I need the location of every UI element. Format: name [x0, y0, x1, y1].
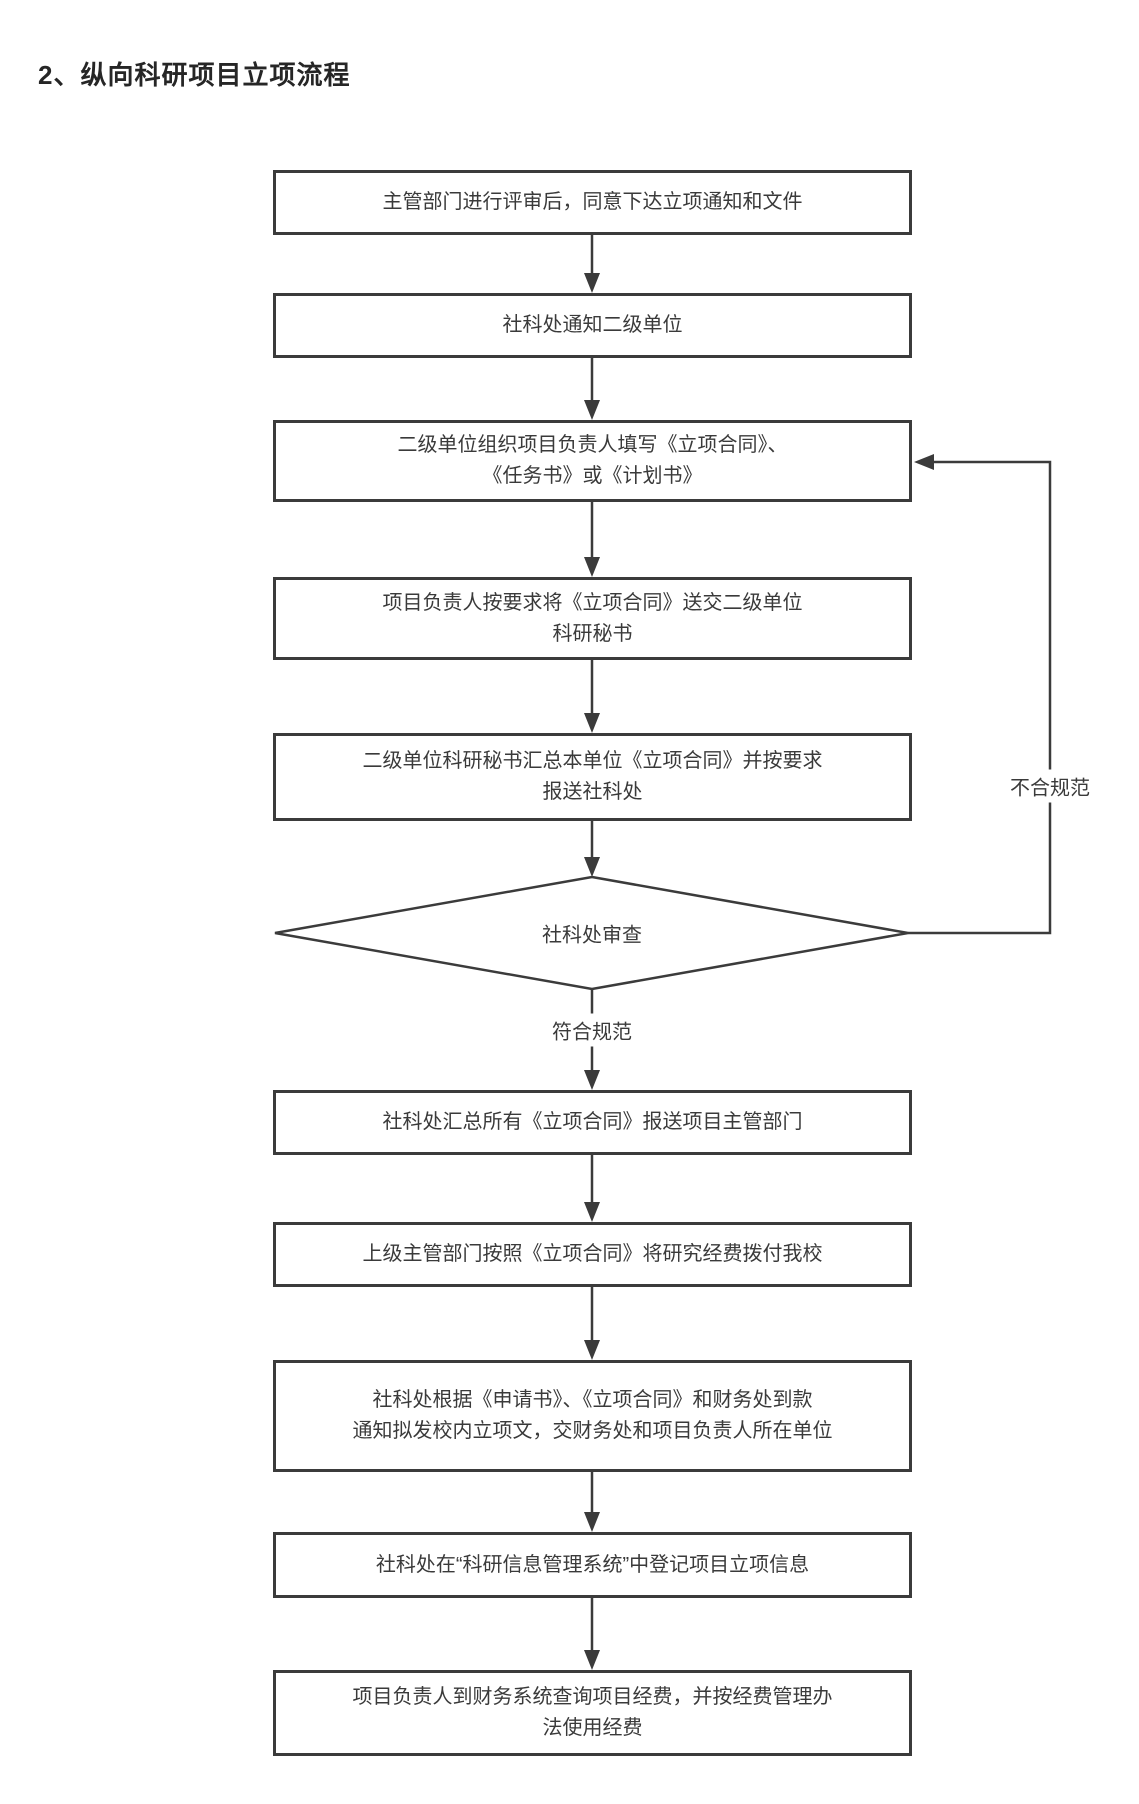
arrowhead-8 [584, 1340, 600, 1360]
decision-diamond-shape [274, 875, 909, 991]
edge-label-pass: 符合规范 [546, 1013, 638, 1047]
arrowhead-4 [584, 713, 600, 733]
arrowhead-10 [584, 1650, 600, 1670]
process-box-fill-contract: 二级单位组织项目负责人填写《立项合同》、 《任务书》或《计划书》 [273, 420, 912, 502]
process-box-register-system: 社科处在“科研信息管理系统”中登记项目立项信息 [273, 1532, 912, 1598]
process-box-use-funds: 项目负责人到财务系统查询项目经费，并按经费管理办 法使用经费 [273, 1670, 912, 1756]
process-box-internal-document: 社科处根据《申请书》、《立项合同》和财务处到款 通知拟发校内立项文，交财务处和项… [273, 1360, 912, 1472]
arrowhead-1 [584, 273, 600, 293]
page-title: 2、纵向科研项目立项流程 [38, 60, 351, 90]
arrowhead-7 [584, 1202, 600, 1222]
arrowhead-6 [584, 1070, 600, 1090]
decision-diamond-label: 社科处审查 [542, 924, 642, 947]
arrowhead-5 [584, 857, 600, 877]
process-box-report-authority: 社科处汇总所有《立项合同》报送项目主管部门 [273, 1090, 912, 1155]
process-box-collect-contracts: 二级单位科研秘书汇总本单位《立项合同》并按要求 报送社科处 [273, 733, 912, 821]
process-box-approval-notice: 主管部门进行评审后，同意下达立项通知和文件 [273, 170, 912, 235]
arrowhead-9 [584, 1512, 600, 1532]
arrowhead-2 [584, 400, 600, 420]
process-box-submit-secretary: 项目负责人按要求将《立项合同》送交二级单位 科研秘书 [273, 577, 912, 660]
process-box-notify-units: 社科处通知二级单位 [273, 293, 912, 358]
process-box-funding-transfer: 上级主管部门按照《立项合同》将研究经费拨付我校 [273, 1222, 912, 1287]
edge-label-fail: 不合规范 [1004, 769, 1096, 803]
arrowhead-3 [584, 557, 600, 577]
feedback-line [908, 460, 1052, 935]
arrowhead-feedback [914, 454, 934, 470]
